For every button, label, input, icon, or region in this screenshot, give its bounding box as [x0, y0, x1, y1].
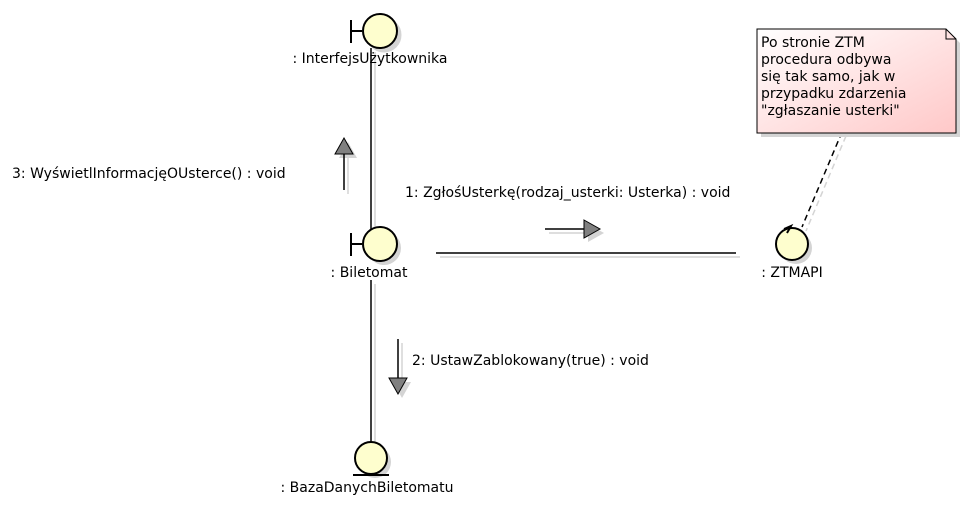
interfejs-uzytkownika-boundary-icon[interactable]: [350, 13, 402, 53]
message-2-label: 2: UstawZablokowany(true) : void: [412, 353, 649, 369]
message-3-label: 3: WyświetlInformacjęOUsterce() : void: [12, 166, 286, 182]
ztmapi-label: : ZTMAPI: [761, 265, 823, 281]
note-line-5: "zgłaszanie usterki": [761, 103, 900, 119]
note: Po stronie ZTM procedura odbywa się tak …: [756, 28, 960, 137]
note-connector: [801, 131, 843, 228]
note-line-3: się tak samo, jak w: [761, 69, 895, 85]
biletomat-label: : Biletomat: [331, 265, 408, 281]
note-line-1: Po stronie ZTM: [761, 35, 865, 51]
note-line-4: przypadku zdarzenia: [761, 86, 907, 102]
message-2-arrow: [388, 339, 411, 398]
baza-danych-label: : BazaDanychBiletomatu: [281, 480, 454, 496]
message-1-label: 1: ZgłośUsterkę(rodzaj_usterki: Usterka)…: [405, 185, 730, 201]
baza-danych-entity-icon[interactable]: [353, 441, 391, 478]
note-line-2: procedura odbywa: [761, 52, 891, 68]
message-1-arrow: [545, 219, 604, 242]
biletomat-boundary-icon[interactable]: [350, 226, 401, 265]
message-3-arrow: [334, 136, 357, 194]
ztmapi-control-icon[interactable]: [775, 223, 812, 264]
interfejs-uzytkownika-label: : InterfejsUżytkownika: [293, 51, 448, 67]
